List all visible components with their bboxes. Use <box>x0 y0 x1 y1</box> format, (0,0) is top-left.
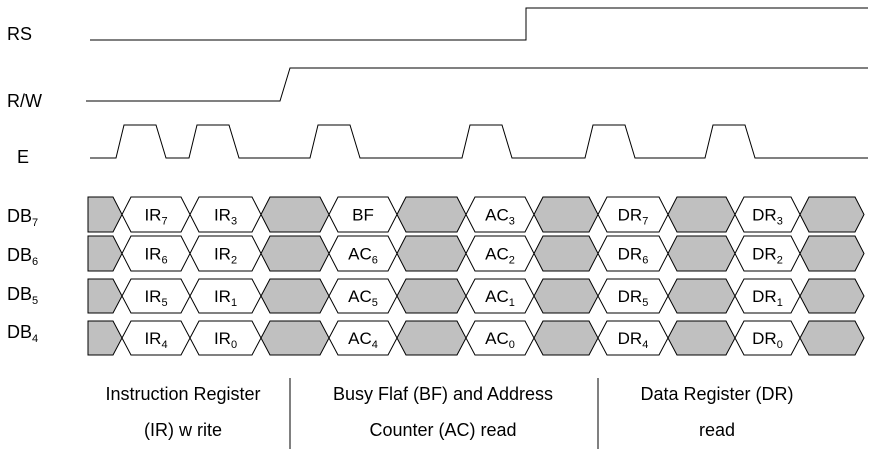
bus-row-db6: IR6 IR2 AC6 AC2 DR6 DR2 <box>87 235 865 272</box>
signal-label-e: E <box>17 147 29 167</box>
bus-cell-invalid <box>87 196 123 233</box>
bus-cell-invalid <box>87 320 123 356</box>
bus-cell-invalid <box>87 278 123 314</box>
section-caption-dr-line1: Data Register (DR) <box>640 384 793 404</box>
rs-waveform <box>90 7 868 41</box>
bus-cell-label: DR5 <box>618 287 649 309</box>
bus-cell-label: DR7 <box>618 206 649 228</box>
bus-cell-label: AC0 <box>485 329 515 351</box>
signal-label-db6: DB6 <box>7 245 38 268</box>
bus-cell-invalid <box>260 320 330 356</box>
bus-cell-invalid <box>396 278 467 314</box>
section-caption-ir-line2: (IR) w rite <box>144 420 222 440</box>
section-caption-dr-line2: read <box>699 420 735 440</box>
signal-label-rs: RS <box>7 24 32 44</box>
bus-cell-label: IR3 <box>214 206 237 228</box>
bus-cell-label: IR7 <box>144 206 167 228</box>
bus-cell-label: IR4 <box>144 329 167 351</box>
bus-cell-label: DR6 <box>618 245 649 267</box>
e-waveform <box>90 124 868 159</box>
bus-cell-label: DR3 <box>752 206 783 228</box>
bus-cell-invalid <box>260 235 330 272</box>
bus-cell-label: DR0 <box>752 329 783 351</box>
bus-cell-invalid <box>260 196 330 233</box>
bus-cell-label: IR1 <box>214 287 237 309</box>
bus-cell-label: AC4 <box>348 329 378 351</box>
bus-cell-label: AC6 <box>348 245 378 267</box>
bus-cell-invalid <box>799 196 865 233</box>
section-caption-bf-ac-line2: Counter (AC) read <box>369 420 516 440</box>
bus-cell-label: DR4 <box>618 329 649 351</box>
bus-cell-invalid <box>396 196 467 233</box>
bus-cell-invalid <box>533 320 599 356</box>
bus-cell-label: IR6 <box>144 245 167 267</box>
bus-cell-label: DR2 <box>752 245 783 267</box>
bus-cell-label: IR2 <box>214 245 237 267</box>
signal-label-db7: DB7 <box>7 206 38 229</box>
bus-cell-invalid <box>533 278 599 314</box>
bus-row-db7: IR7 IR3 BF AC3 DR7 DR3 <box>87 196 865 233</box>
section-caption-bf-ac-line1: Busy Flaf (BF) and Address <box>333 384 553 404</box>
bus-cell-label: AC5 <box>348 287 378 309</box>
bus-cell-label: AC1 <box>485 287 515 309</box>
bus-cell-label: IR0 <box>214 329 237 351</box>
bus-cell-label: AC3 <box>485 206 515 228</box>
bus-cell-invalid <box>87 235 123 272</box>
section-caption-ir-line1: Instruction Register <box>105 384 260 404</box>
bus-cell-invalid <box>799 320 865 356</box>
signal-label-rw: R/W <box>7 91 42 111</box>
bus-cell-label: IR5 <box>144 287 167 309</box>
signal-label-db5: DB5 <box>7 284 38 307</box>
bus-cell-invalid <box>799 235 865 272</box>
bus-row-db5: IR5 IR1 AC5 AC1 DR5 DR1 <box>87 278 865 314</box>
bus-cell-invalid <box>396 235 467 272</box>
bus-cell-label: BF <box>352 206 374 225</box>
bus-cell-invalid <box>667 235 736 272</box>
bus-cell-label: DR1 <box>752 287 783 309</box>
bus-row-db4: IR4 IR0 AC4 AC0 DR4 DR0 <box>87 320 865 356</box>
bus-cell-invalid <box>667 196 736 233</box>
bus-cell-invalid <box>260 278 330 314</box>
bus-cell-invalid <box>799 278 865 314</box>
bus-cell-invalid <box>533 235 599 272</box>
bus-cell-invalid <box>396 320 467 356</box>
bus-cell-label: AC2 <box>485 245 515 267</box>
bus-cell-invalid <box>533 196 599 233</box>
rw-waveform <box>86 67 868 102</box>
bus-cell-invalid <box>667 320 736 356</box>
bus-cell-invalid <box>667 278 736 314</box>
signal-label-db4: DB4 <box>7 322 38 345</box>
